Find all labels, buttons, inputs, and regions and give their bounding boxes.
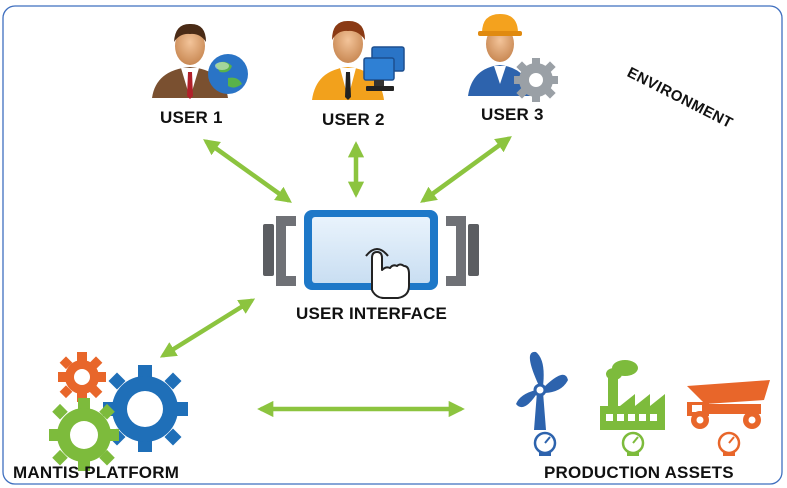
user-interface-label: USER INTERFACE <box>296 304 448 323</box>
arrow-interface-platform <box>159 298 256 358</box>
user-interface-icon <box>263 210 479 299</box>
arrow-user3-interface <box>420 136 512 203</box>
arrow-user1-interface <box>203 139 292 203</box>
environment-frame <box>2 5 783 485</box>
mantis-gears-icon <box>49 352 188 471</box>
user-2-icon <box>312 20 405 100</box>
user-1-icon <box>152 23 248 99</box>
factory-icon <box>600 360 665 456</box>
production-assets-label: PRODUCTION ASSETS <box>544 463 734 482</box>
wind-turbine-icon <box>516 351 568 456</box>
user-3-icon <box>468 14 558 102</box>
user-1-label: USER 1 <box>160 108 223 127</box>
mantis-platform-label: MANTIS PLATFORM <box>13 463 180 482</box>
user-3-label: USER 3 <box>481 105 544 124</box>
user-2-label: USER 2 <box>322 110 385 129</box>
mining-truck-icon <box>687 380 770 456</box>
